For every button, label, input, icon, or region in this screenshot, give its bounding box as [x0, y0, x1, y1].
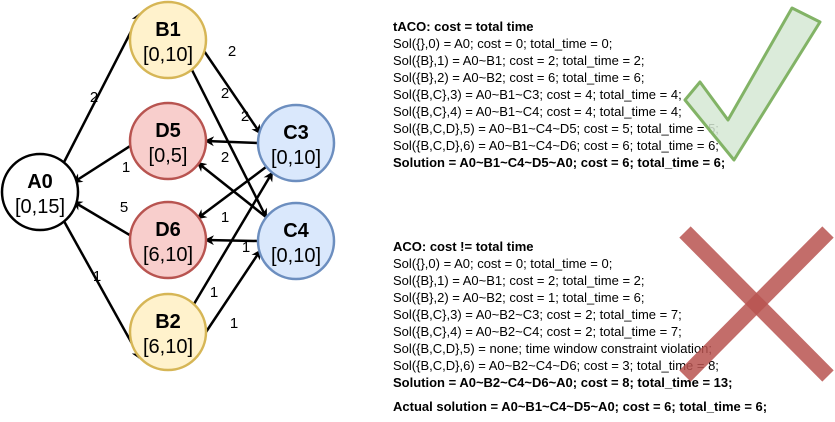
node-b1: B1 [0,10] [128, 0, 208, 80]
taco-line: Sol({B},2) = A0~B2; cost = 6; total_time… [393, 70, 645, 85]
edges [58, 12, 274, 360]
edge-a0-b2 [58, 213, 142, 360]
edge-d5-a0 [72, 139, 139, 184]
node-name: A0 [27, 171, 53, 193]
edge-weight-a0-b1: 2 [90, 89, 98, 106]
actual-solution: Actual solution = A0~B1~C4~D5~A0; cost =… [393, 399, 768, 414]
aco-line: Sol({B,C,D},6) = A0~B2~C4~D6; cost = 3; … [393, 358, 719, 373]
edge-c4-d6 [204, 235, 259, 246]
node-c3: C3 [0,10] [256, 103, 336, 183]
aco-line: Sol({B},1) = A0~B1; cost = 2; total_time… [393, 273, 645, 288]
node-name: D6 [155, 219, 181, 241]
taco-line: Sol({},0) = A0; cost = 0; total_time = 0… [393, 36, 613, 51]
edge-b1-c3 [200, 47, 262, 135]
edge-weight-b1-c3: 2 [228, 43, 236, 60]
aco-line: Sol({B,C,D},5) = none; time window const… [393, 341, 713, 356]
node-name: B2 [155, 311, 181, 333]
node-b2: B2 [6,10] [128, 292, 208, 372]
node-time-window: [6,10] [143, 336, 193, 358]
edge-weight-d5-a0: 1 [122, 159, 130, 176]
node-time-window: [6,10] [143, 244, 193, 266]
taco-line: Sol({B,C},4) = A0~B1~C4; cost = 4; total… [393, 104, 682, 119]
edge-c3-d6 [196, 166, 267, 220]
node-circle [128, 101, 208, 181]
node-d6: D6 [6,10] [128, 200, 208, 280]
edge-b2-c4 [204, 249, 262, 333]
taco-title: tACO: cost = total time [393, 19, 534, 34]
node-d5: D5 [0,5] [128, 101, 208, 181]
aco-line: Sol({B,C},4) = A0~B2~C4; cost = 2; total… [393, 324, 682, 339]
edge-weight-b2-c3: 1 [210, 284, 218, 301]
taco-line: Sol({B,C,D},6) = A0~B1~C4~D6; cost = 6; … [393, 138, 719, 153]
edge-weight-c3-d6: 2 [221, 149, 229, 166]
node-time-window: [0,10] [143, 44, 193, 66]
node-name: C3 [283, 122, 309, 144]
edge-weight-c4-d6: 1 [242, 239, 250, 256]
node-a0: A0 [0,15] [0, 152, 80, 232]
edge-d6-a0 [72, 200, 139, 242]
taco-block: tACO: cost = total time Sol({},0) = A0; … [393, 18, 725, 171]
node-circle [256, 103, 336, 183]
node-c4: C4 [0,10] [256, 201, 336, 281]
taco-line: Sol({B},1) = A0~B1; cost = 2; total_time… [393, 53, 645, 68]
node-time-window: [0,10] [271, 245, 321, 267]
node-name: C4 [283, 220, 309, 242]
node-circle [128, 0, 208, 80]
node-name: D5 [155, 120, 181, 142]
aco-block: ACO: cost != total time Sol({},0) = A0; … [393, 238, 732, 391]
edge-weight-d6-a0: 5 [120, 199, 128, 216]
edge-c3-d5 [204, 136, 259, 147]
edge-weight-c4-d5: 1 [221, 209, 229, 226]
edge-weight-a0-b2: 1 [93, 268, 101, 285]
edge-weight-c3-d5: 2 [241, 108, 249, 125]
node-time-window: [0,10] [271, 147, 321, 169]
node-circle [128, 200, 208, 280]
node-name: B1 [155, 19, 181, 41]
edge-a0-b1 [58, 12, 142, 171]
aco-line: Sol({B},2) = A0~B2; cost = 1; total_time… [393, 290, 645, 305]
nodes: A0 [0,15] B1 [0,10] B2 [6,10] C3 [0,10] C4 [0,10]… [0, 0, 336, 372]
node-circle [128, 292, 208, 372]
aco-title: ACO: cost != total time [393, 239, 534, 254]
taco-line: Sol({B,C,D},5) = A0~B1~C4~D5; cost = 5; … [393, 121, 719, 136]
node-circle [0, 152, 80, 232]
aco-line: Sol({},0) = A0; cost = 0; total_time = 0… [393, 256, 613, 271]
edge-weight-b1-c4: 2 [221, 85, 229, 102]
edge-b1-c4 [190, 69, 268, 219]
node-circle [256, 201, 336, 281]
edge-b2-c3 [192, 171, 274, 305]
node-time-window: [0,15] [15, 196, 65, 218]
taco-line: Sol({B,C},3) = A0~B1~C3; cost = 4; total… [393, 87, 682, 102]
node-time-window: [0,5] [149, 145, 188, 167]
taco-solution: Solution = A0~B1~C4~D5~A0; cost = 6; tot… [393, 155, 726, 170]
edge-weight-b2-c4: 1 [230, 315, 238, 332]
aco-line: Sol({B,C},3) = A0~B2~C3; cost = 2; total… [393, 307, 682, 322]
aco-solution: Solution = A0~B2~C4~D6~A0; cost = 8; tot… [393, 375, 733, 390]
edge-c4-d5 [196, 161, 267, 218]
